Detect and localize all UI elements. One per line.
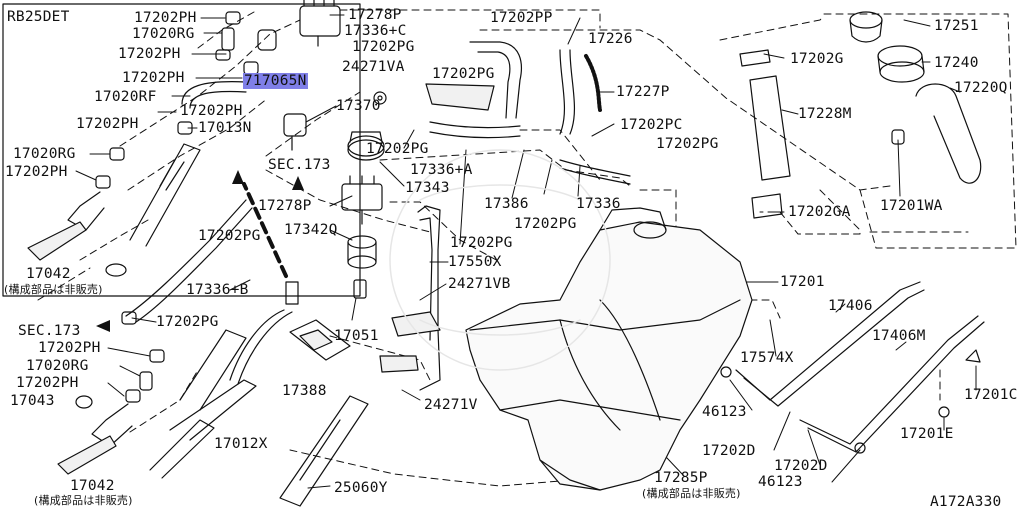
highlighted-part-label[interactable]: 717065N [243, 73, 308, 89]
section-link-label[interactable]: SEC.173 [18, 323, 81, 339]
part-label[interactable]: 17202D [702, 443, 756, 459]
part-label[interactable]: 17042 [70, 478, 115, 494]
part-label[interactable]: 17202PG [366, 141, 429, 157]
part-label[interactable]: 25060Y [334, 480, 388, 496]
part-label[interactable]: 17202PG [156, 314, 219, 330]
part-label[interactable]: 17550X [448, 254, 502, 270]
part-label[interactable]: 17227P [616, 84, 670, 100]
part-label[interactable]: 17202D [774, 458, 828, 474]
part-label[interactable]: 17342Q [284, 222, 338, 238]
part-label[interactable]: 17202PH [5, 164, 68, 180]
part-label[interactable]: 17202PC [620, 117, 683, 133]
center-hoses [121, 41, 631, 391]
part-label[interactable]: 17202PP [490, 10, 553, 26]
part-label[interactable]: 17201E [900, 426, 954, 442]
tank-straps [720, 281, 985, 454]
part-label[interactable]: 17406 [828, 298, 873, 314]
part-label[interactable]: 24271V [424, 397, 478, 413]
part-label[interactable]: 17202PG [352, 39, 415, 55]
part-label[interactable]: 17202PH [122, 70, 185, 86]
part-label[interactable]: 17406M [872, 328, 926, 344]
part-label[interactable]: 17574X [740, 350, 794, 366]
part-label[interactable]: 46123 [758, 474, 803, 490]
lower-left-pump-parts [57, 319, 369, 507]
section-link-label[interactable]: SEC.173 [268, 157, 331, 173]
part-label[interactable]: 17386 [484, 196, 529, 212]
part-label[interactable]: 17202PH [118, 46, 181, 62]
part-label[interactable]: 17202PG [432, 66, 495, 82]
not-sold-note: (構成部品は非販売) [34, 494, 133, 507]
engine-variant-label: RB25DET [7, 9, 70, 25]
part-label[interactable]: 17042 [26, 266, 71, 282]
part-label[interactable]: 17220Q [954, 80, 1008, 96]
leader-lines [75, 14, 977, 489]
part-label[interactable]: 17202PH [180, 103, 243, 119]
part-label[interactable]: 24271VB [448, 276, 511, 292]
part-label[interactable]: 46123 [702, 404, 747, 420]
part-label[interactable]: 17228M [798, 106, 852, 122]
part-label[interactable]: 17370 [336, 98, 381, 114]
direction-arrows [96, 170, 304, 332]
part-label[interactable]: 17278P [258, 198, 312, 214]
part-label[interactable]: 17202PH [16, 375, 79, 391]
part-label[interactable]: 17202PG [656, 136, 719, 152]
part-label[interactable]: 17202PH [134, 10, 197, 26]
part-label[interactable]: 17336+A [410, 162, 473, 178]
part-label[interactable]: 17251 [934, 18, 979, 34]
part-label[interactable]: 17202PG [514, 216, 577, 232]
part-label[interactable]: 17201C [964, 387, 1018, 403]
part-label[interactable]: 17202PG [198, 228, 261, 244]
part-label[interactable]: 17343 [405, 180, 450, 196]
part-label[interactable]: 17202PG [450, 235, 513, 251]
part-label[interactable]: 17202PH [76, 116, 139, 132]
not-sold-note: (構成部品は非販売) [642, 487, 741, 500]
filter-and-clamps [283, 83, 521, 305]
part-label[interactable]: 17336+C [344, 23, 407, 39]
part-label[interactable]: 24271VA [342, 59, 405, 75]
part-label[interactable]: 17013N [198, 120, 252, 136]
part-label[interactable]: 17240 [934, 55, 979, 71]
part-label[interactable]: 17020RG [132, 26, 195, 42]
sec173-link-arrow-body [242, 182, 288, 278]
part-label[interactable]: 17202G [790, 51, 844, 67]
part-label[interactable]: 17012X [214, 436, 268, 452]
not-sold-note: (構成部品は非販売) [4, 283, 103, 296]
part-label[interactable]: 17336+B [186, 282, 249, 298]
part-label[interactable]: 17202PH [38, 340, 101, 356]
part-label[interactable]: 17043 [10, 393, 55, 409]
part-label[interactable]: 17201WA [880, 198, 943, 214]
part-label[interactable]: 17226 [588, 31, 633, 47]
part-label[interactable]: 17388 [282, 383, 327, 399]
part-label[interactable]: 17020RF [94, 89, 157, 105]
part-label[interactable]: 17020RG [13, 146, 76, 162]
fuel-tank [465, 207, 753, 491]
figure-code: A172A330 [930, 494, 1002, 510]
filler-neck-parts [739, 11, 982, 219]
part-label[interactable]: 17202GA [788, 204, 851, 220]
part-label[interactable]: 17201 [780, 274, 825, 290]
watermark-emblem [389, 149, 611, 371]
engine-variant-box [2, 3, 361, 297]
part-label[interactable]: 17051 [334, 328, 379, 344]
part-label[interactable]: 17020RG [26, 358, 89, 374]
rb25det-pump-module [27, 0, 341, 277]
part-label[interactable]: 17336 [576, 196, 621, 212]
part-label[interactable]: 17278P [348, 7, 402, 23]
part-label[interactable]: 17285P [654, 470, 708, 486]
